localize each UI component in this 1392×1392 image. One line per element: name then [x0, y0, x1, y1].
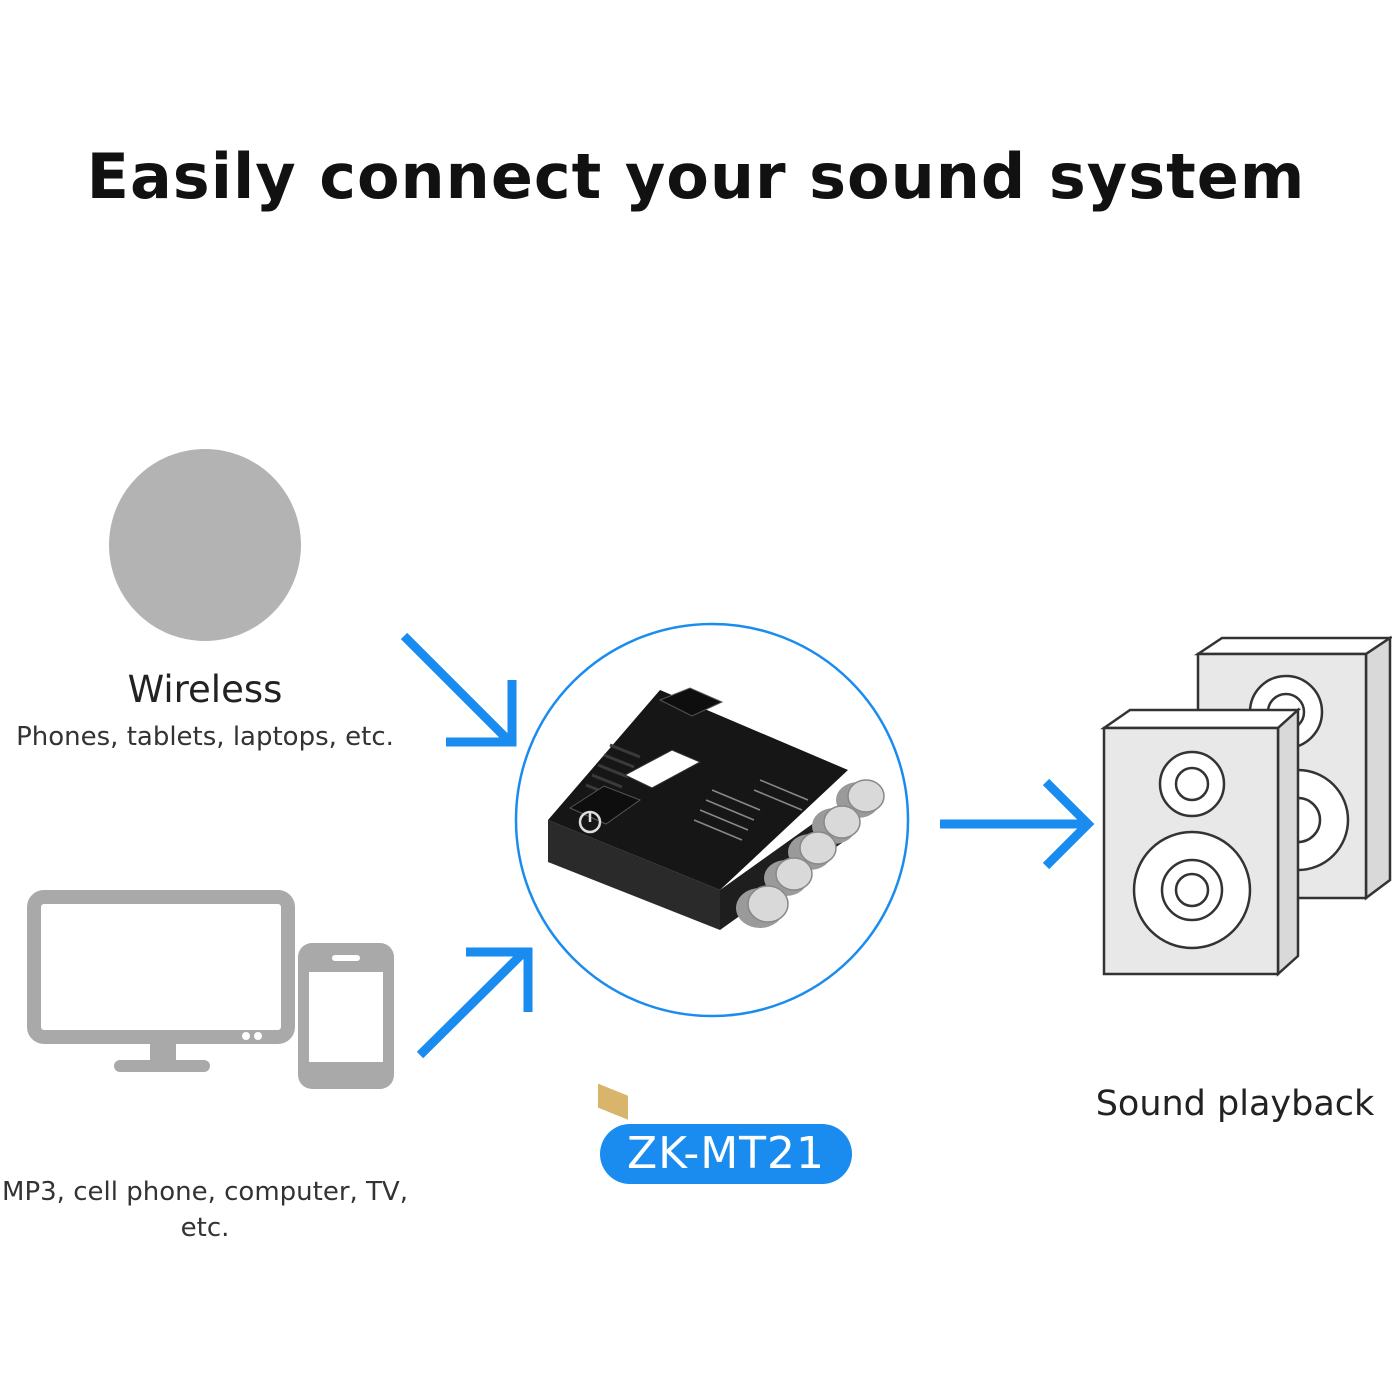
phone-icon — [298, 943, 394, 1089]
sound-playback-label: Sound playback — [1095, 1084, 1375, 1124]
arrow-wired-to-device — [416, 947, 533, 1059]
wired-devices-label: MP3, cell phone, computer, TV, etc. — [2, 1177, 408, 1243]
wireless-label: Wireless — [127, 668, 283, 711]
monitor-icon — [27, 890, 295, 1072]
page-title: Easily connect your sound system — [86, 140, 1306, 213]
front-speaker — [1099, 707, 1302, 977]
speakers-icon — [1099, 635, 1392, 977]
model-badge: ZK-MT21 — [600, 1124, 852, 1184]
arrow-device-to-speakers — [940, 778, 1095, 870]
wireless-devices-label: Phones, tablets, laptops, etc. — [16, 722, 394, 752]
knob-row — [736, 779, 885, 928]
wireless-disc-icon — [109, 449, 301, 641]
amplifier-board-icon — [548, 687, 885, 1159]
arrow-wireless-to-device — [400, 632, 517, 747]
